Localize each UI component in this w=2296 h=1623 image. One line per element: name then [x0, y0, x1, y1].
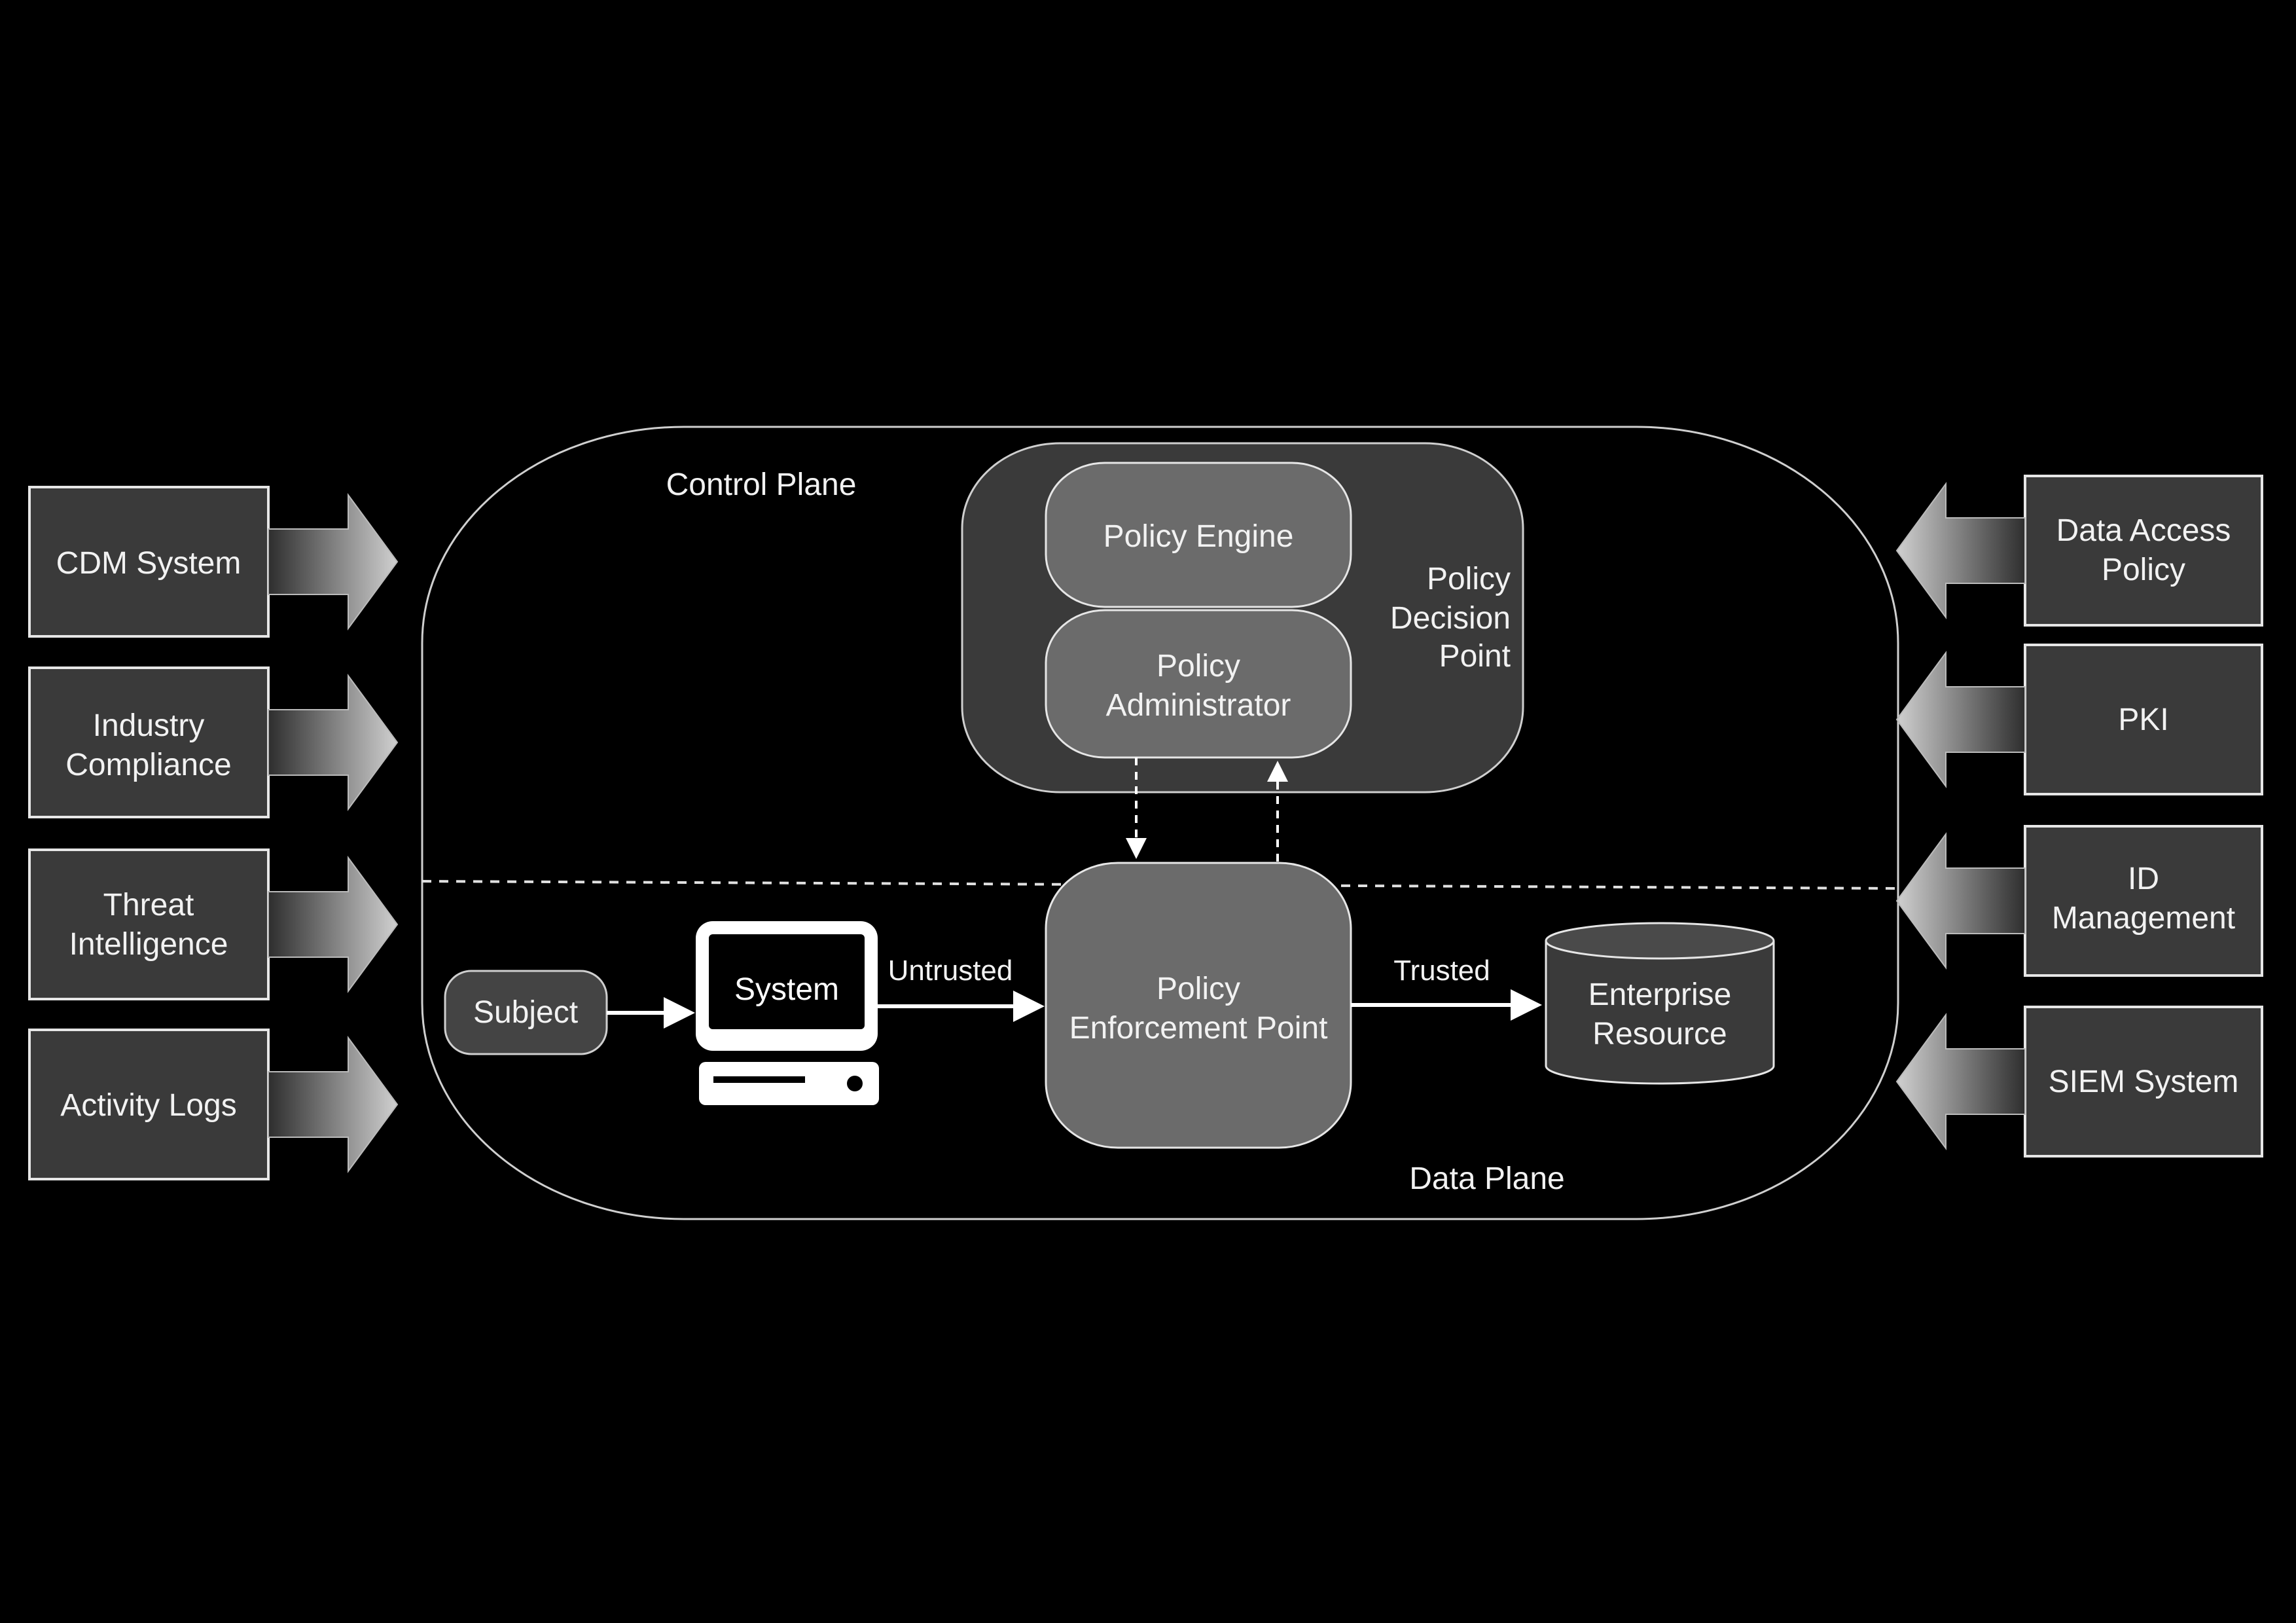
left-input-threat-intelligence[interactable] [28, 848, 399, 1000]
left-input-3-line1: Activity Logs [60, 1088, 236, 1123]
untrusted-label: Untrusted [888, 955, 1013, 987]
resource-line2: Resource [1592, 1017, 1727, 1051]
left-input-industry-compliance[interactable] [28, 666, 399, 818]
policy-engine-label: Policy Engine [1103, 519, 1294, 554]
left-input-cdm-system[interactable] [28, 486, 399, 638]
policy-engine[interactable] [1045, 462, 1352, 608]
pdp-label-line1: Policy [1427, 562, 1511, 596]
right-input-1-line1: PKI [2118, 702, 2168, 737]
right-input-2-line1: ID [2128, 862, 2159, 896]
left-input-2-line1: Threat [103, 888, 194, 922]
enterprise-resource-database-icon[interactable] [1545, 922, 1775, 1085]
policy-admin-line1: Policy [1157, 649, 1240, 684]
resource-line1: Enterprise [1588, 977, 1732, 1012]
data-plane-label: Data Plane [1409, 1161, 1565, 1196]
left-arrow-icon [1895, 650, 2026, 789]
right-input-2-line2: Management [2052, 901, 2235, 936]
right-input-0-line2: Policy [2102, 553, 2185, 587]
left-input-2-line2: Intelligence [69, 927, 228, 962]
left-input-0-line1: CDM System [56, 546, 242, 581]
plane-boundary [421, 426, 1899, 1220]
policy-admin-line2: Administrator [1106, 688, 1291, 723]
left-arrow-icon [1895, 481, 2026, 620]
system-label: System [734, 972, 839, 1007]
left-arrow-icon [1895, 1012, 2026, 1151]
pdp-label-line2: Decision [1390, 601, 1511, 636]
left-input-activity-logs[interactable] [28, 1029, 399, 1180]
right-input-0-line1: Data Access [2056, 513, 2231, 548]
right-arrow-icon [268, 855, 399, 994]
control-plane-label: Control Plane [666, 467, 857, 502]
trusted-label: Trusted [1393, 955, 1490, 987]
subject-label: Subject [473, 995, 578, 1030]
right-arrow-icon [268, 492, 399, 631]
right-arrow-icon [268, 673, 399, 812]
left-input-1-line1: Industry [93, 708, 205, 743]
right-input-pki[interactable] [1895, 644, 2263, 795]
right-input-id-management[interactable] [1895, 825, 2263, 977]
pep-line1: Policy [1157, 972, 1240, 1006]
right-input-3-line1: SIEM System [2049, 1065, 2239, 1099]
left-arrow-icon [1895, 831, 2026, 970]
policy-administrator[interactable] [1045, 609, 1352, 759]
left-input-1-line2: Compliance [65, 748, 231, 782]
right-input-siem-system[interactable] [1895, 1006, 2263, 1158]
right-arrow-icon [268, 1035, 399, 1174]
system-computer-icon[interactable] [696, 921, 879, 1105]
right-input-data-access-policy[interactable] [1895, 475, 2263, 627]
pdp-label-line3: Point [1439, 639, 1511, 674]
pep-line2: Enforcement Point [1069, 1011, 1328, 1046]
